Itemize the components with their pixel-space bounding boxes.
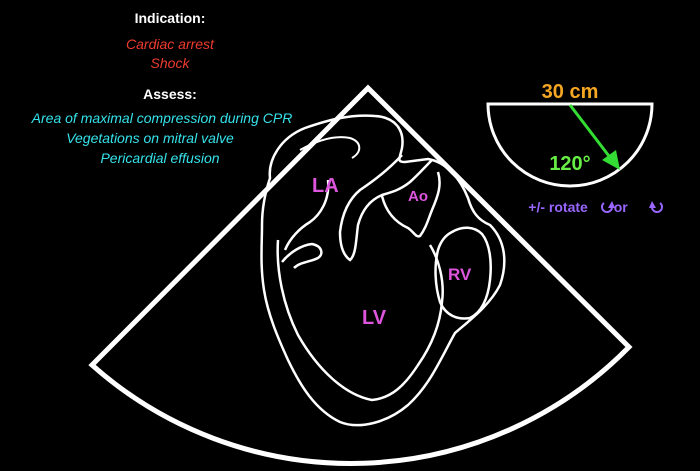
label-lv: LV	[362, 307, 387, 329]
heart-outline	[260, 114, 506, 427]
indication-item-cardiac-arrest: Cardiac arrest	[126, 36, 214, 52]
angle-indicator-semicircle	[486, 102, 654, 188]
aortic-root	[380, 171, 441, 238]
indication-item-shock: Shock	[150, 55, 190, 71]
label-la: LA	[312, 175, 339, 197]
angle-label: 120°	[549, 153, 590, 175]
label-rv: RV	[448, 265, 472, 284]
rotate-clockwise-icon	[601, 201, 615, 213]
mitral-leaflet	[281, 242, 323, 269]
la-roof	[299, 136, 361, 159]
depth-label: 30 cm	[542, 81, 599, 103]
septum	[338, 154, 433, 262]
assess-item-vegetations: Vegetations on mitral valve	[66, 130, 234, 146]
mitral-valve-wall	[283, 179, 330, 251]
label-ao: Ao	[408, 188, 428, 205]
rv-chamber	[434, 226, 492, 320]
angle-arrow-head	[602, 150, 620, 170]
rotate-text: +/- rotate or	[528, 199, 628, 215]
rotate-counterclockwise-icon	[649, 201, 663, 213]
indication-heading: Indication:	[134, 10, 206, 26]
angle-arrow	[568, 104, 614, 161]
lv-inner-wall	[276, 239, 444, 402]
ultrasound-sector	[88, 84, 633, 466]
assess-item-compression: Area of maximal compression during CPR	[31, 110, 293, 126]
assess-heading: Assess:	[143, 86, 197, 102]
assess-item-effusion: Pericardial effusion	[100, 150, 220, 166]
